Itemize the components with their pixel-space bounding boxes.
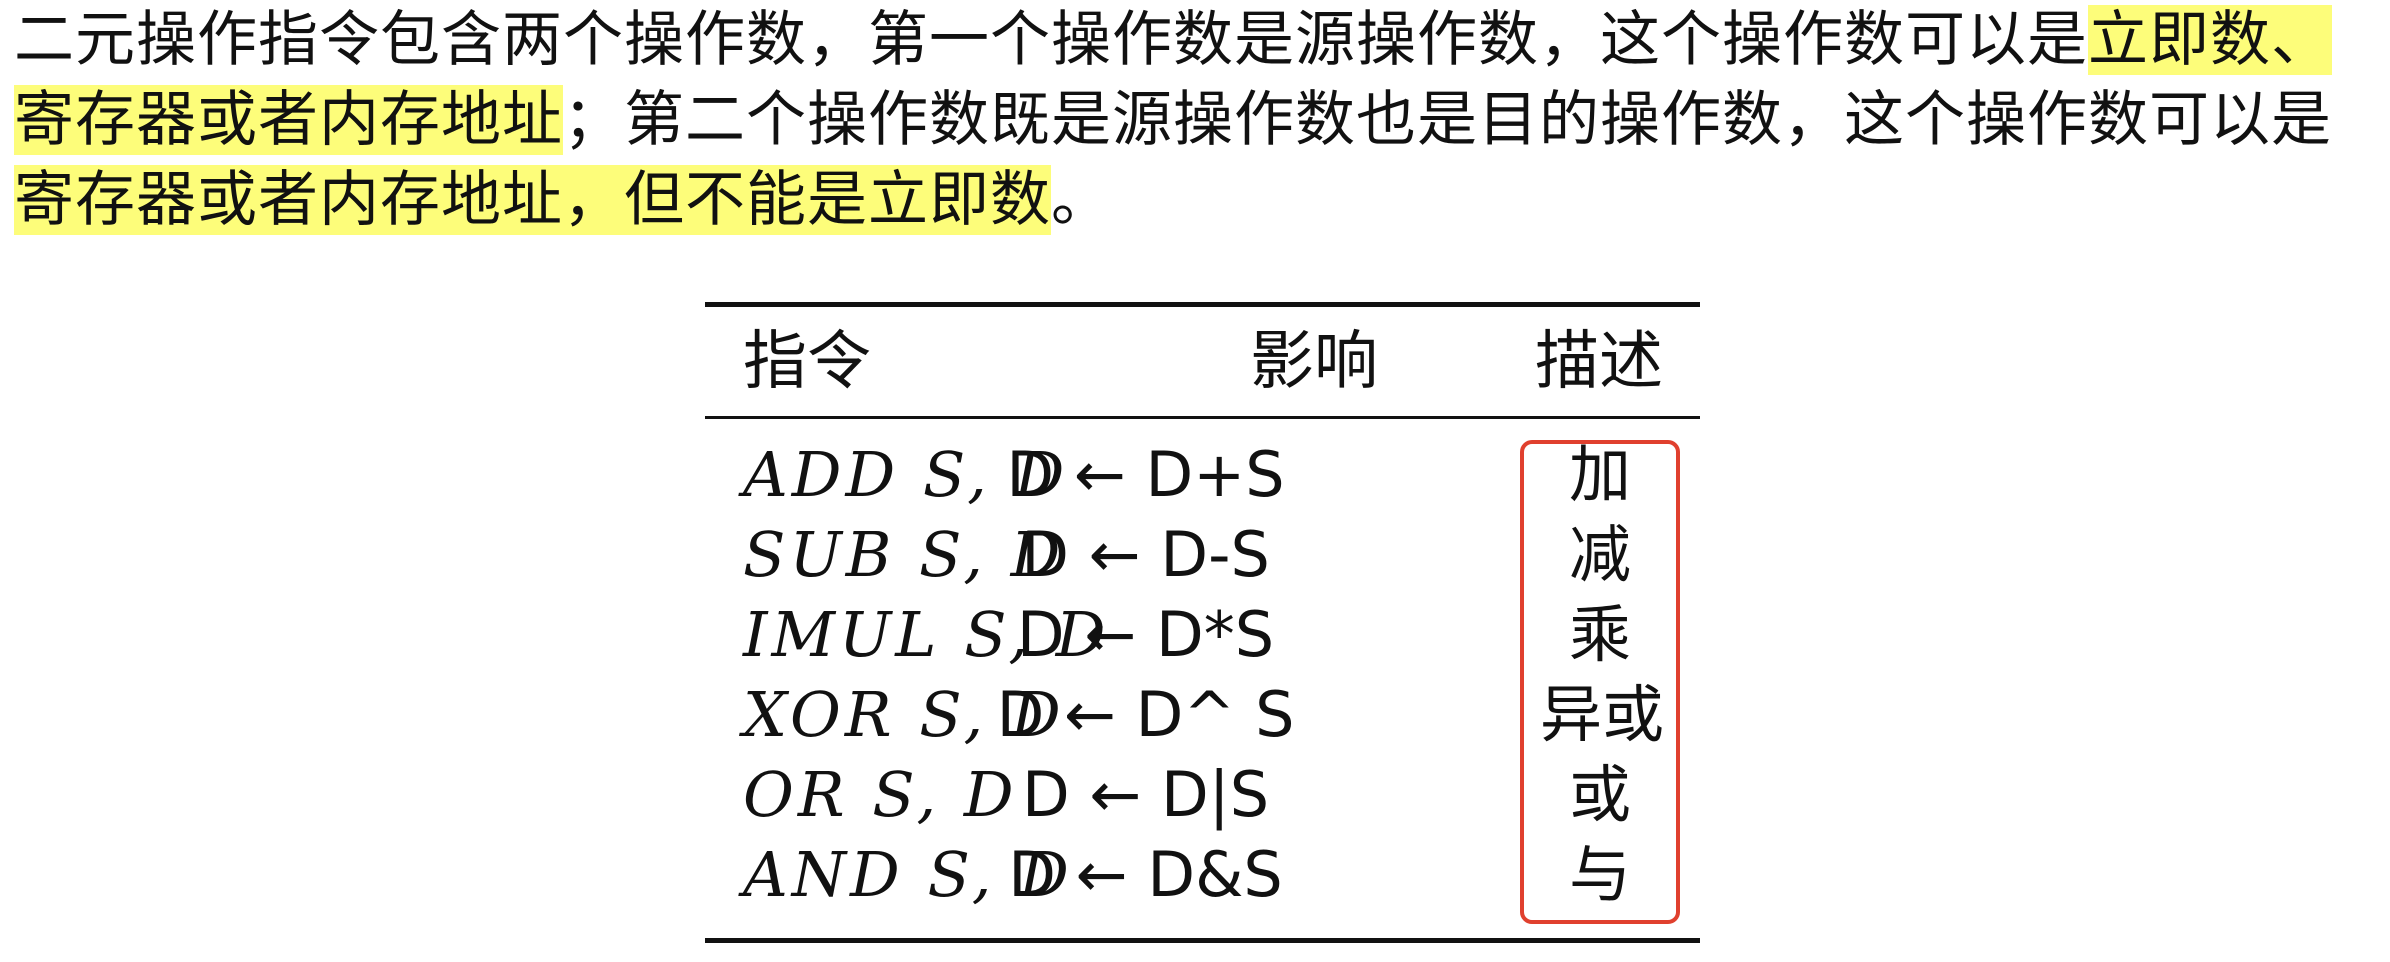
table-row: SUB S, D D ← D-S 减 xyxy=(705,515,1700,595)
row-description: 与 xyxy=(1568,838,1631,911)
row-effect: D ← D-S xyxy=(1021,518,1270,591)
row-instruction: OR S, D xyxy=(743,758,1018,831)
table-bottom-rule xyxy=(705,938,1700,943)
row-description: 减 xyxy=(1568,518,1631,591)
description-highlight-box xyxy=(1520,440,1680,924)
table-header-rule xyxy=(705,416,1700,419)
paragraph-text-1: 二元操作指令包含两个操作数，第一个操作数是源操作数，这个操作数可以是 xyxy=(14,5,2088,75)
header-description: 描述 xyxy=(1535,325,1663,399)
paragraph-text-2: ；第二个操作数既是源操作数也是目的操作数，这个操作数可以是 xyxy=(563,85,2332,155)
row-description: 异或 xyxy=(1540,678,1665,751)
row-description: 或 xyxy=(1568,758,1631,831)
row-effect: D ← D^ S xyxy=(996,678,1295,751)
table-row: XOR S, D D ← D^ S 异或 xyxy=(705,675,1700,755)
header-effect: 影响 xyxy=(1250,325,1378,399)
description-paragraph: 二元操作指令包含两个操作数，第一个操作数是源操作数，这个操作数可以是立即数、寄存… xyxy=(14,0,2384,240)
row-instruction: AND S, D xyxy=(743,838,1073,911)
table-row: ADD S, D D ← D+S 加 xyxy=(705,435,1700,515)
row-effect: D ← D+S xyxy=(1006,438,1285,511)
row-instruction: ADD S, D xyxy=(743,438,1069,511)
highlight-dest-operand-types: 寄存器或者内存地址，但不能是立即数 xyxy=(14,165,1051,235)
row-effect: D ← D&S xyxy=(1008,838,1283,911)
row-effect: D ← D|S xyxy=(1021,758,1270,831)
paragraph-text-3: 。 xyxy=(1051,165,1112,235)
row-instruction: SUB S, D xyxy=(743,518,1065,591)
header-instruction: 指令 xyxy=(743,325,871,399)
table-row: AND S, D D ← D&S 与 xyxy=(705,835,1700,915)
row-instruction: IMUL S, D xyxy=(743,598,1110,671)
row-instruction: XOR S, D xyxy=(743,678,1065,751)
row-effect: D ← D*S xyxy=(1016,598,1275,671)
table-row: OR S, D D ← D|S 或 xyxy=(705,755,1700,835)
row-description: 乘 xyxy=(1568,598,1631,671)
table-top-rule xyxy=(705,302,1700,307)
table-row: IMUL S, D D ← D*S 乘 xyxy=(705,595,1700,675)
row-description: 加 xyxy=(1568,438,1631,511)
